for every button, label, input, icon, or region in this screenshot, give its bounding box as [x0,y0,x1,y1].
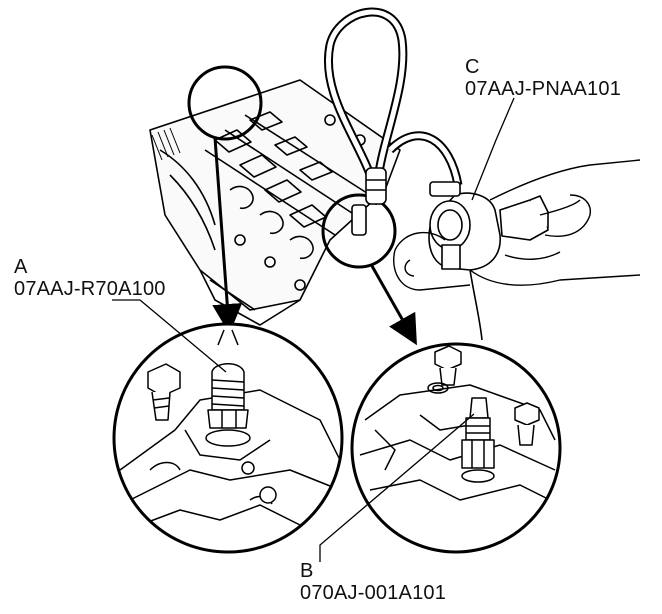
callout-a-letter: A [14,256,28,278]
hand [393,159,641,291]
hose-fitting [351,167,387,236]
pressure-gauge-c [428,181,549,271]
callout-c-part-number: 07AAJ-PNAA101 [465,78,622,100]
callout-b: B 070AJ-001A101 [300,560,446,604]
arrow-to-detail-b [370,265,417,346]
leader-a [112,299,227,373]
arrow-to-detail-a [212,137,243,334]
detail-view-b [350,342,562,554]
callout-a-part-number: 07AAJ-R70A100 [14,278,166,300]
callout-c-letter: C [465,56,480,78]
gauge-hose [324,7,463,206]
head-shading [151,127,181,161]
leader-b [319,413,475,562]
detail-circle-plug-a [187,65,263,141]
gauge-lower-hose [469,269,483,341]
leader-c [471,97,515,201]
detail-view-a [112,322,344,554]
callout-c: C 07AAJ-PNAA101 [465,56,621,100]
callout-b-part-number: 070AJ-001A101 [300,582,447,604]
callout-b-letter: B [300,560,314,582]
engine-cylinder-head [149,79,401,326]
callout-a: A 07AAJ-R70A100 [14,256,166,300]
detail-circle-plug-b [321,193,397,269]
